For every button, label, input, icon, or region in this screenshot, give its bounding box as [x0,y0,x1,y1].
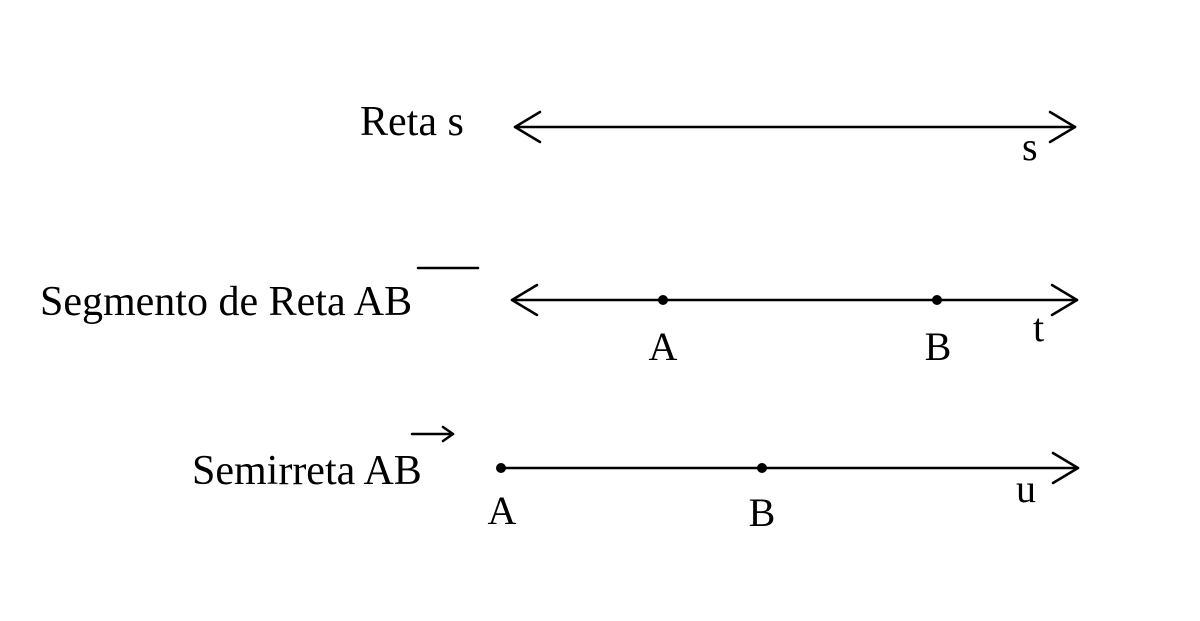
semirreta-point-a-label: A [488,488,517,533]
row-segmento: Segmento de Reta AB A B t [40,266,1079,369]
semirreta-right-arrowhead [1051,451,1080,485]
segmento-left-arrowhead [510,283,539,317]
semirreta-arrow-mark-head [441,425,455,443]
segmento-point-b [932,295,942,305]
semirreta-label-symbol: AB [363,448,421,494]
semirreta-label: Semirreta AB [192,448,422,494]
reta-left-arrowhead [513,110,542,144]
row-semirreta: Semirreta AB A B u [192,425,1080,535]
semirreta-point-b [757,463,767,473]
segmento-label-prefix: Segmento de Reta [40,279,354,325]
reta-line-name: s [1022,124,1038,169]
semirreta-line-name: u [1016,466,1036,511]
reta-right-arrowhead [1048,110,1077,144]
row-reta: Reta s s [360,99,1077,169]
segmento-point-a-label: A [649,324,678,369]
reta-label: Reta s [360,99,464,145]
segmento-label-symbol: AB [354,279,412,325]
segmento-right-arrowhead [1050,283,1079,317]
segmento-line-name: t [1033,305,1044,350]
segmento-label: Segmento de Reta AB [40,279,412,325]
semirreta-point-b-label: B [749,490,776,535]
semirreta-label-prefix: Semirreta [192,448,363,494]
segmento-point-a [658,295,668,305]
segmento-point-b-label: B [925,324,952,369]
semirreta-point-a [496,463,506,473]
